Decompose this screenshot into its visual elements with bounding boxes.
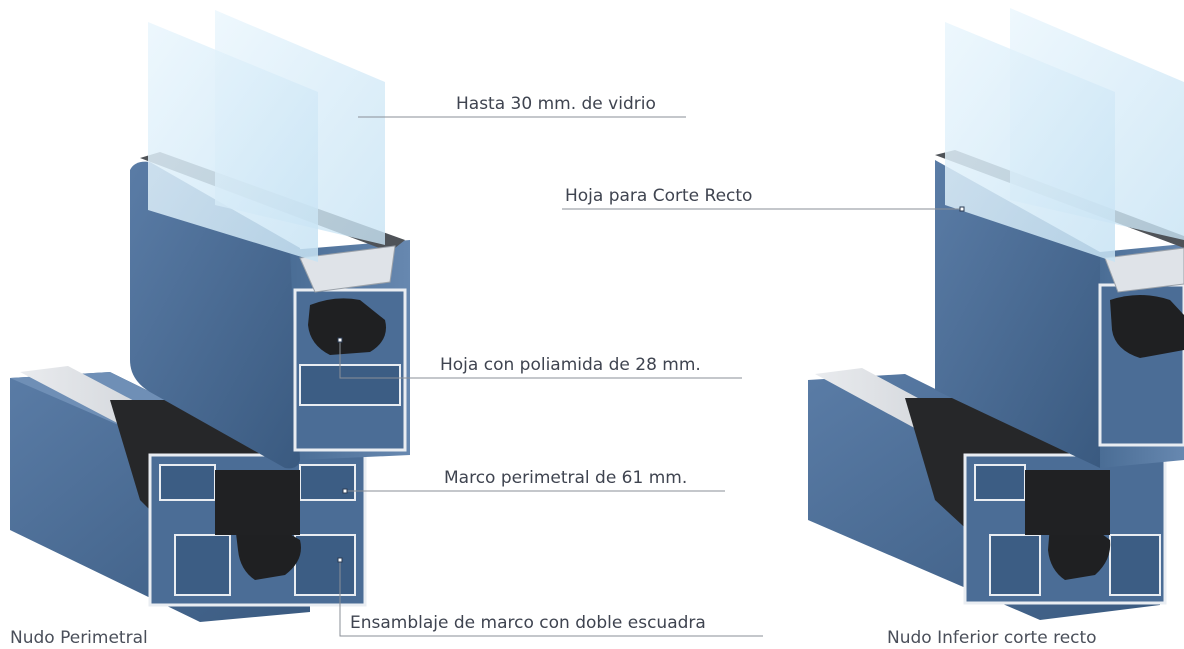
callout-sash-polyamide-label: Hoja con poliamida de 28 mm. xyxy=(440,355,701,375)
callout-leaders xyxy=(339,116,962,637)
dot-sash-straight xyxy=(959,206,965,212)
dot-frame xyxy=(342,488,348,494)
right-glass-pane-front xyxy=(945,22,1115,262)
callout-frame-label: Marco perimetral de 61 mm. xyxy=(444,468,688,488)
dot-sash-polyamide xyxy=(337,337,343,343)
leader-sash-polyamide xyxy=(339,340,742,379)
left-sash-thermal-break xyxy=(308,298,386,355)
caption-right: Nudo Inferior corte recto xyxy=(887,628,1097,648)
right-sash-thermal-break xyxy=(1110,295,1184,358)
callout-dots xyxy=(337,206,965,563)
left-glass-pane-front xyxy=(148,22,318,262)
right-glazing-bead xyxy=(1104,247,1184,293)
leader-assembly xyxy=(339,560,763,637)
callout-sash-straight-label: Hoja para Corte Recto xyxy=(565,186,753,206)
right-profile-assembly xyxy=(808,8,1184,620)
left-profile-assembly xyxy=(10,10,410,622)
dot-assembly xyxy=(337,557,343,563)
left-glazing-bead xyxy=(299,245,396,293)
callout-assembly-label: Ensamblaje de marco con doble escuadra xyxy=(350,613,706,633)
caption-left: Nudo Perimetral xyxy=(10,628,148,648)
callout-glass-label: Hasta 30 mm. de vidrio xyxy=(456,94,656,114)
